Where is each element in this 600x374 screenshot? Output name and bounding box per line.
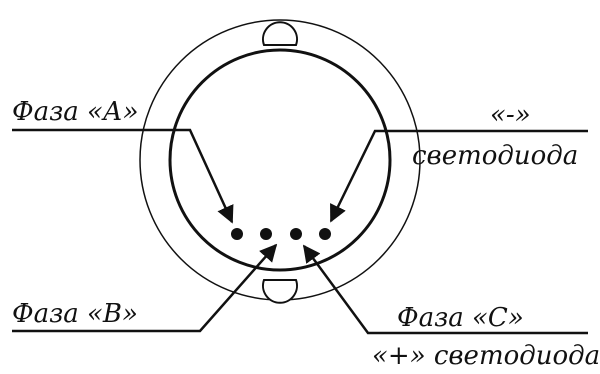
leader-phase-b bbox=[12, 243, 278, 333]
label-led-minus-sign: «-» bbox=[490, 100, 531, 130]
label-phase-b: Фаза «В» bbox=[12, 299, 138, 329]
label-led-minus-text: светодиода bbox=[412, 141, 578, 171]
pin-phase-b bbox=[290, 228, 302, 240]
bottom-key-notch bbox=[262, 279, 298, 304]
leader-led-minus bbox=[329, 129, 588, 223]
label-led-plus: «+» светодиода bbox=[372, 341, 600, 371]
outer-ring bbox=[139, 19, 421, 301]
pin-phase-a bbox=[231, 228, 243, 240]
label-phase-a: Фаза «А» bbox=[12, 97, 139, 127]
pin-phase-c bbox=[319, 228, 331, 240]
leader-phase-c bbox=[302, 244, 588, 335]
inner-ring bbox=[168, 48, 392, 272]
label-phase-c: Фаза «С» bbox=[397, 303, 524, 333]
pin-led-minus bbox=[260, 228, 272, 240]
top-key-notch bbox=[262, 21, 298, 46]
leader-phase-a bbox=[12, 128, 234, 224]
